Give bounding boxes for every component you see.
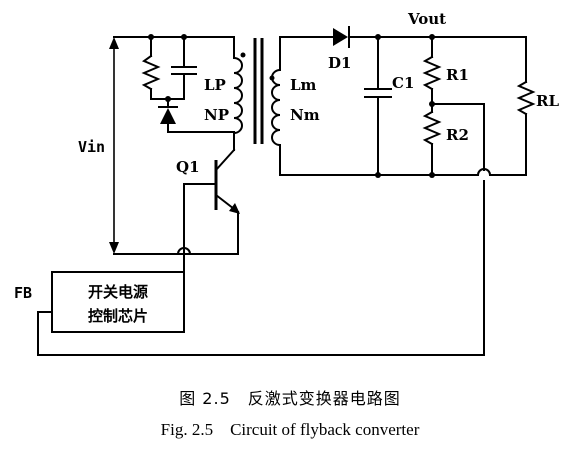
nm-label: Nm: [290, 106, 320, 124]
transformer-core: [253, 38, 264, 144]
primary-wiring: [109, 36, 246, 301]
d1-label: D1: [328, 54, 351, 72]
lm-label: Lm: [290, 76, 317, 94]
fb-label: FB: [14, 284, 32, 302]
d1-diode: [333, 28, 348, 46]
secondary-wiring: [37, 26, 536, 356]
component-labels: Vout Vin LP NP Lm Nm D1 C1 R1 R2 RL Q1 F…: [14, 10, 559, 302]
figure-caption-english: Fig. 2.5 Circuit of flyback converter: [160, 420, 420, 439]
controller-block: 开关电源 控制芯片: [51, 271, 185, 333]
figure-caption-chinese: 图 2.5 反激式变换器电路图: [179, 389, 401, 408]
controller-line-2: 控制芯片: [88, 307, 148, 325]
np-label: NP: [204, 106, 229, 124]
q1-label: Q1: [176, 158, 200, 176]
vout-label: Vout: [407, 10, 446, 28]
snubber-diode: [160, 108, 176, 124]
c1-label: C1: [392, 74, 414, 92]
rl-label: RL: [536, 92, 559, 110]
lp-label: LP: [204, 76, 226, 94]
vin-label: Vin: [78, 138, 105, 156]
controller-line-1: 开关电源: [88, 283, 148, 301]
r1-label: R1: [446, 66, 469, 84]
flyback-circuit-diagram: 开关电源 控制芯片 Vout Vin LP NP Lm Nm D1 C1 R1 …: [14, 10, 559, 356]
r2-label: R2: [446, 126, 469, 144]
